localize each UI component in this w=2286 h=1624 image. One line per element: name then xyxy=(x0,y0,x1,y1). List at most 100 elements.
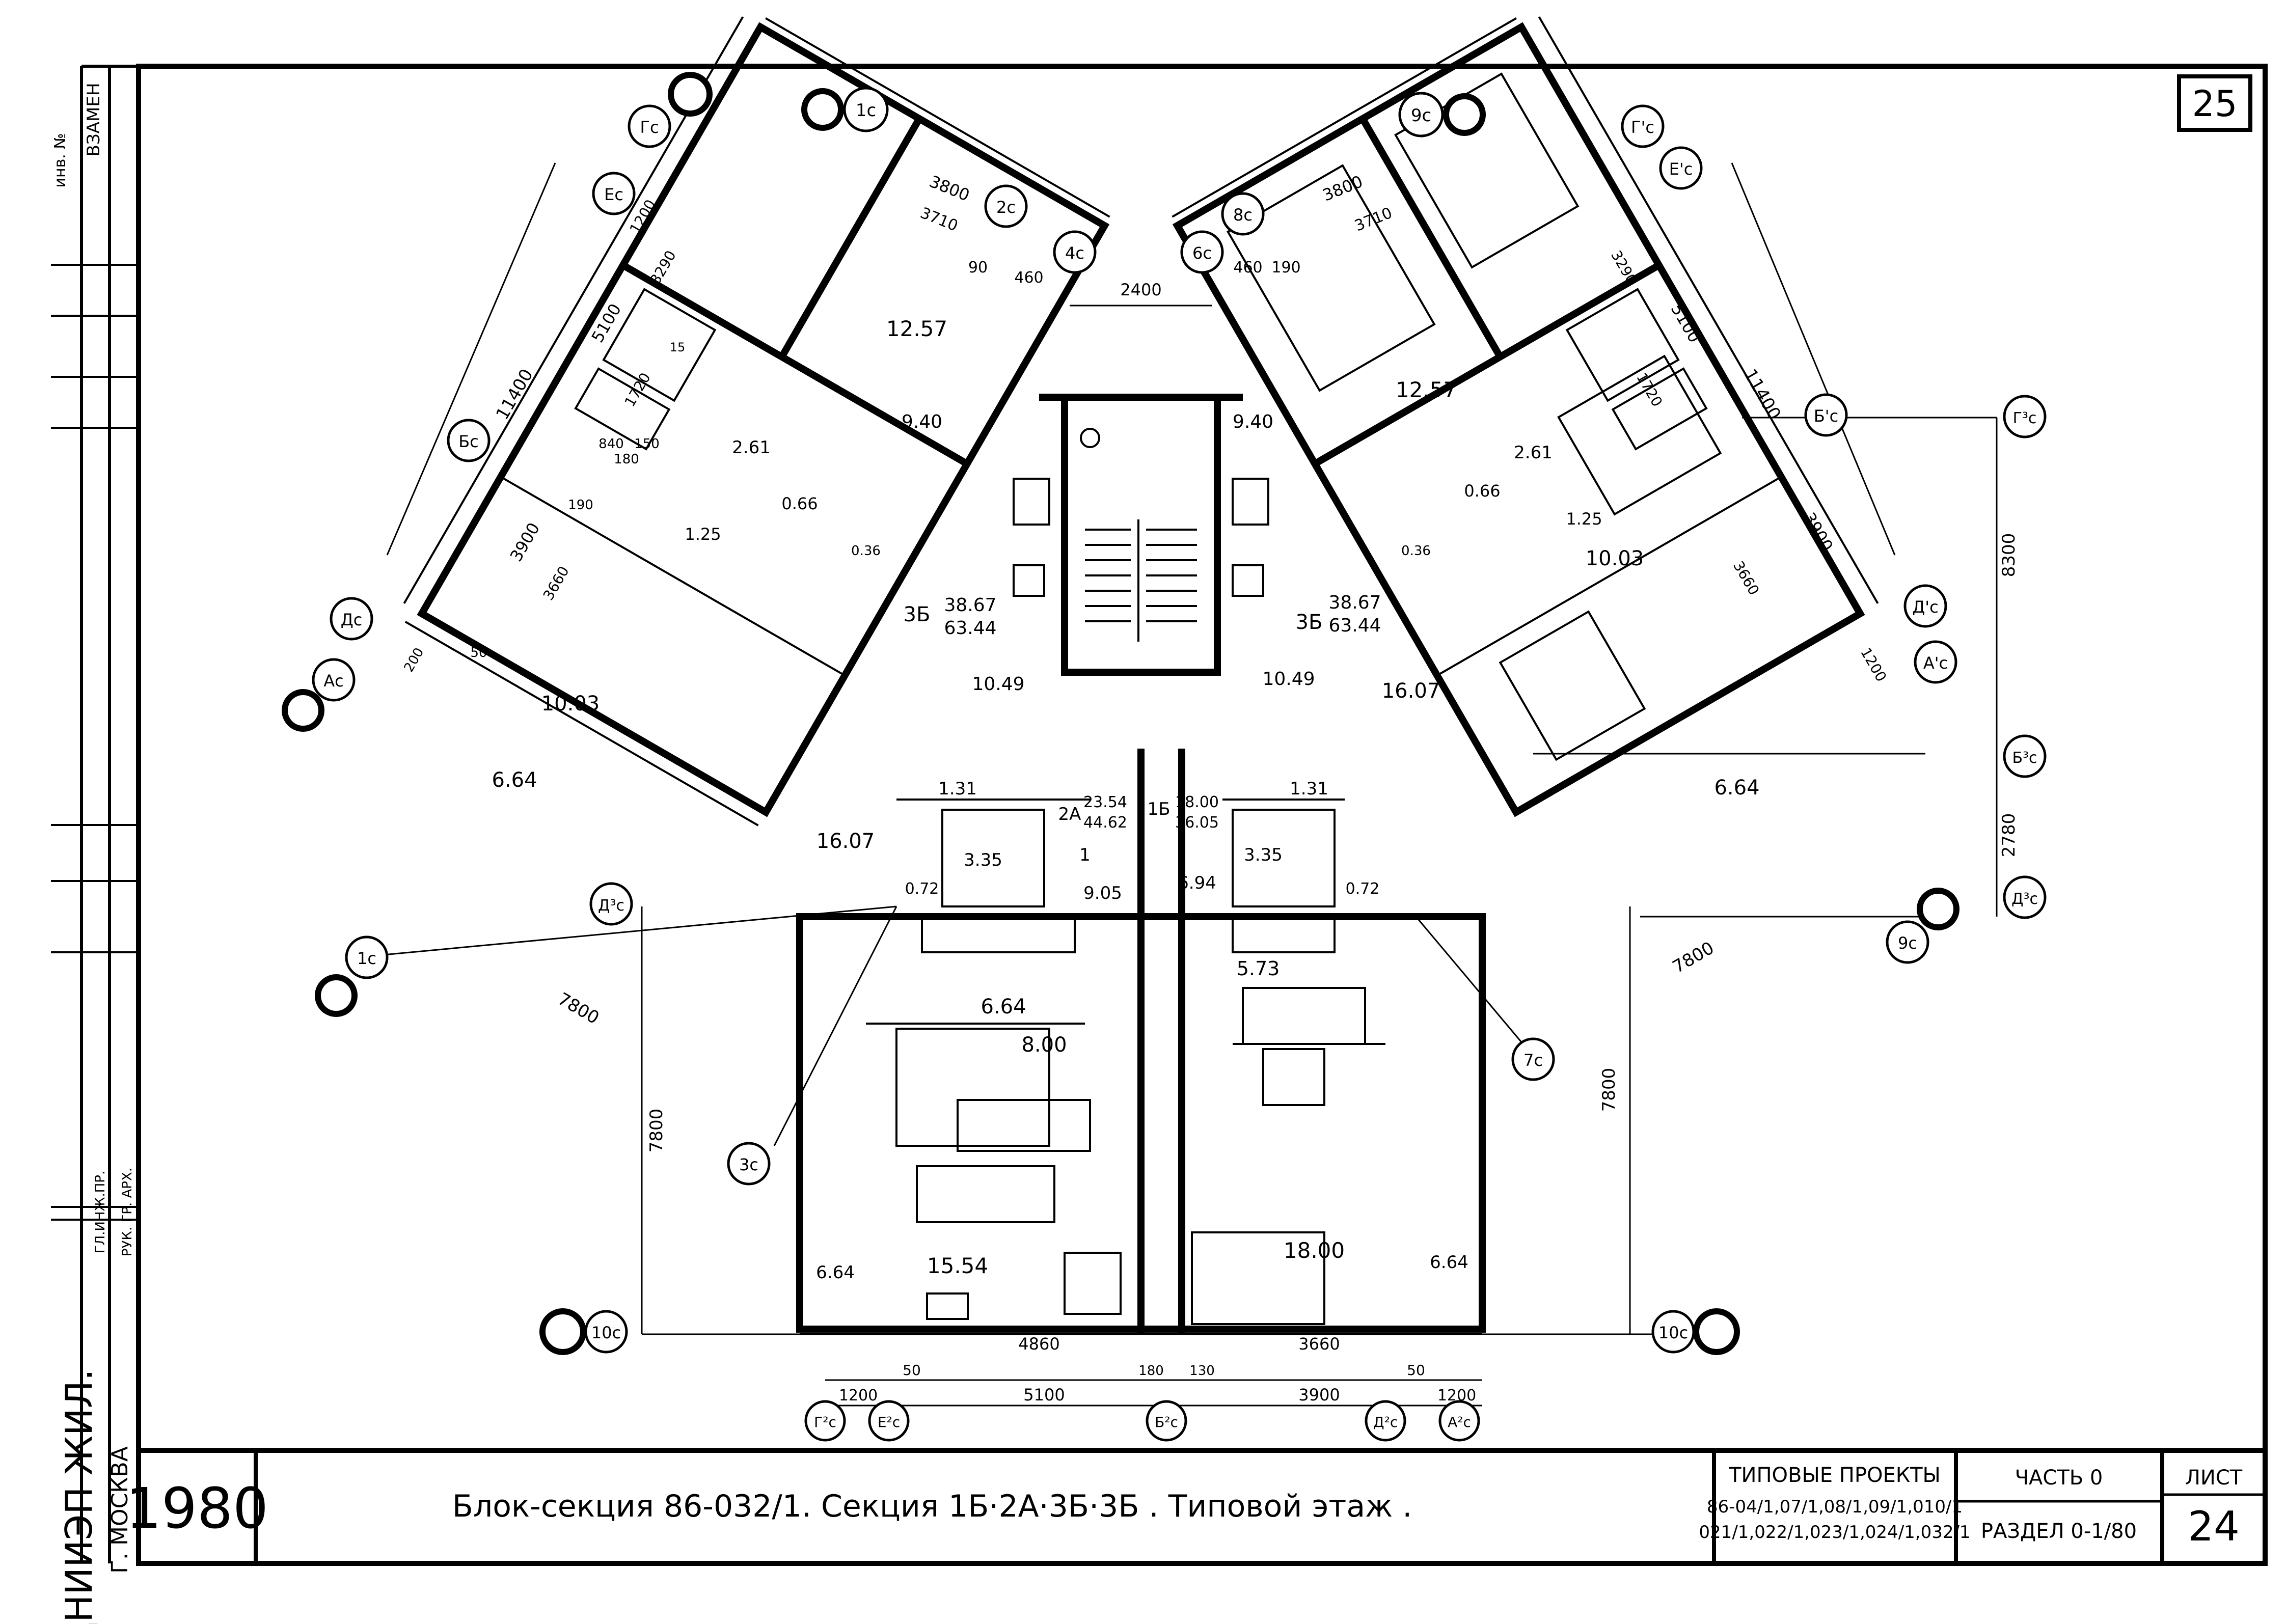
dim-right-2780: 2780 xyxy=(1999,813,2019,858)
rect-mark xyxy=(1611,367,1708,451)
axis-g2c xyxy=(804,1400,846,1442)
dim-right-3900: 3900 xyxy=(1800,509,1837,555)
dim-top-90: 90 xyxy=(968,259,988,277)
org-name: ЦНИИЭП ЖИЛ. xyxy=(58,1369,100,1624)
room-6-64-right: 6.64 xyxy=(1714,776,1759,800)
axis-1c-bottom xyxy=(345,935,389,979)
room-10-03-right: 10.03 xyxy=(1586,547,1644,570)
dim-right-3660: 3660 xyxy=(1730,558,1762,598)
axis-b2c xyxy=(1146,1400,1187,1442)
dim-left-15: 15 xyxy=(670,340,686,354)
dim-left-1720: 1720 xyxy=(621,370,654,409)
room-0-66-left: 0.66 xyxy=(781,494,818,513)
dim-diag-7800-right: 7800 xyxy=(1669,938,1718,978)
line-mark xyxy=(621,262,969,467)
dim-top-3710-right: 3710 xyxy=(1352,204,1395,235)
dim-left-190: 190 xyxy=(568,498,593,513)
sheet-label: ЛИСТ xyxy=(2185,1466,2243,1490)
axis-dc-right xyxy=(1903,584,1947,628)
rect-mark xyxy=(1172,22,1865,817)
room-6-64-left: 6.64 xyxy=(492,768,537,792)
right-wing xyxy=(1172,16,1879,817)
axis-6c xyxy=(1180,230,1224,274)
axis-ac-left xyxy=(312,658,356,702)
rect-mark xyxy=(1191,1231,1325,1325)
room-12-57-right: 12.57 xyxy=(1396,377,1457,402)
g2c-label: Г²с xyxy=(814,1414,836,1430)
part-label: ЧАСТЬ 0 xyxy=(2015,1466,2103,1490)
dim-diag-7800-left: 7800 xyxy=(554,989,603,1029)
line-mark xyxy=(773,906,897,1146)
apt-2a-label: 2А xyxy=(1058,804,1081,824)
axis-8c xyxy=(1221,192,1265,236)
a1c-top-label: 1с xyxy=(856,100,876,121)
axis-10c-left xyxy=(584,1310,628,1354)
rect-mark xyxy=(926,1292,969,1320)
dim-right-5100: 5100 xyxy=(1667,300,1705,346)
rect-mark xyxy=(602,288,717,402)
line-mark xyxy=(1313,262,1661,467)
room-16-07-right: 16.07 xyxy=(1382,679,1440,703)
axis-gc-right xyxy=(1621,104,1665,148)
a10c-right-label: 10с xyxy=(1658,1323,1688,1342)
axis-9c-top xyxy=(1398,92,1444,137)
rect-mark xyxy=(574,367,671,451)
group-head-label: РУК. ГР. АРХ. xyxy=(120,1168,135,1256)
axis-3c xyxy=(727,1142,771,1186)
stair-1: 1 xyxy=(1079,845,1091,865)
d3c-right-label: Д³с xyxy=(2011,890,2038,908)
dim-bot-4860: 4860 xyxy=(1018,1334,1059,1354)
circle-mark xyxy=(282,689,324,732)
room-10-49-left: 10.49 xyxy=(972,674,1024,695)
ac-right-label: А'с xyxy=(1923,653,1948,673)
room-8-00: 8.00 xyxy=(1021,1033,1067,1057)
line-mark xyxy=(1359,117,1504,359)
rect-mark xyxy=(941,809,1045,907)
dim-bot-50-right: 50 xyxy=(1407,1362,1425,1379)
dim-top-460-right: 460 xyxy=(1233,259,1262,277)
axis-d3c-left xyxy=(589,882,633,926)
dim-bot-3660: 3660 xyxy=(1298,1334,1340,1354)
room-12-57-left: 12.57 xyxy=(886,316,947,341)
dc-right-label: Д'с xyxy=(1912,597,1938,617)
dim-top-3800-right: 3800 xyxy=(1320,172,1366,205)
axis-ec-right xyxy=(1659,146,1703,190)
a2c-label: 2с xyxy=(996,198,1016,217)
dc-left-label: Дс xyxy=(341,610,363,629)
a7c-label: 7с xyxy=(1523,1051,1543,1070)
replace-label: ВЗАМЕН xyxy=(84,83,104,157)
circle-mark xyxy=(1080,428,1100,448)
d3c-left-label: Д³с xyxy=(598,897,624,915)
rect-mark xyxy=(1499,610,1646,761)
circle-mark xyxy=(668,72,713,117)
circle-mark xyxy=(315,974,358,1017)
room-1-25-right: 1.25 xyxy=(1566,509,1602,529)
projects-label: ТИПОВЫЕ ПРОЕКТЫ xyxy=(1728,1464,1941,1487)
dim-right-1720: 1720 xyxy=(1633,370,1666,409)
circle-mark xyxy=(539,1308,586,1355)
ec-right-label: Е'с xyxy=(1669,159,1693,179)
inventory-label: инв. № xyxy=(51,133,69,187)
b2c-label: Б²с xyxy=(1155,1414,1178,1430)
axis-a2c xyxy=(1438,1400,1480,1442)
axis-2c xyxy=(984,184,1028,228)
dim-left-3290: 3290 xyxy=(647,247,679,287)
room-6-64-b3: 6.64 xyxy=(1430,1252,1468,1273)
a3c-label: 3с xyxy=(739,1155,758,1174)
chief-engineer-label: ГЛ.ИНЖ.ПР. xyxy=(93,1171,108,1253)
rect-mark xyxy=(1557,354,1722,516)
room-1-25-left: 1.25 xyxy=(685,525,721,544)
line-mark xyxy=(386,162,556,556)
dim-left-180: 180 xyxy=(614,452,639,467)
drawing-title: Блок-секция 86-032/1. Секция 1Б·2А·3Б·3Б… xyxy=(452,1489,1412,1524)
axis-9c-bottom xyxy=(1886,920,1929,964)
room-0-66-right: 0.66 xyxy=(1464,481,1500,501)
axis-g3c xyxy=(2003,395,2047,438)
apt-1b-living: 18.00 xyxy=(1175,793,1219,811)
circle-mark xyxy=(1693,1308,1740,1355)
dim-left-840: 840 xyxy=(598,436,624,452)
rect-mark xyxy=(895,1028,1050,1147)
dim-left-7800: 7800 xyxy=(646,1109,667,1153)
outer-border xyxy=(136,64,2268,1566)
